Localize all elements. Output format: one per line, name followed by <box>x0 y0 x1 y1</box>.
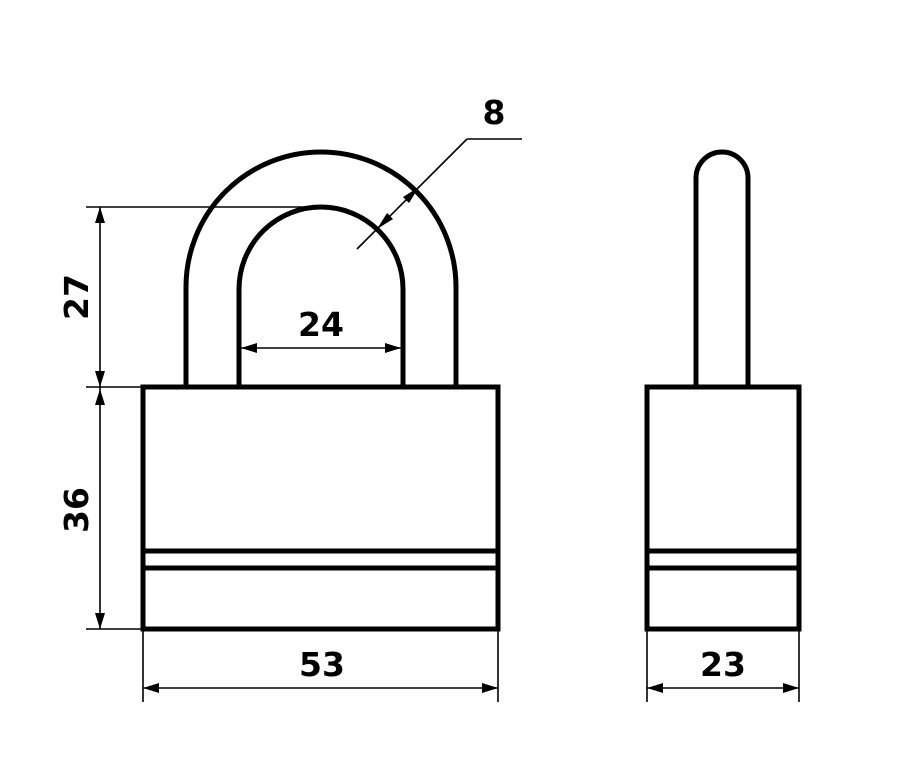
arrowhead <box>95 389 105 405</box>
dimension-inner-width: 24 <box>239 305 403 353</box>
arrowhead <box>783 683 799 693</box>
body-depth-label: 23 <box>700 645 746 684</box>
dimension-body-depth: 23 <box>646 629 800 702</box>
arrowhead <box>377 213 393 229</box>
front-body <box>140 384 501 632</box>
dimension-wire-diameter: 8 <box>356 93 522 250</box>
dimension-body-width: 53 <box>142 629 499 702</box>
arrowhead <box>241 343 257 353</box>
arrowhead <box>385 343 401 353</box>
arrowhead <box>95 613 105 629</box>
inner-width-label: 24 <box>298 305 344 344</box>
arrowhead <box>403 187 419 203</box>
dimension-body-height: 36 <box>57 387 143 630</box>
arrowhead <box>482 683 498 693</box>
body-width-label: 53 <box>299 645 345 684</box>
front-view <box>140 149 501 632</box>
side-shackle <box>693 149 751 387</box>
body-height-label: 36 <box>57 487 96 533</box>
wire-diameter-label: 8 <box>483 93 506 132</box>
dimension-shackle-height: 27 <box>57 206 322 388</box>
arrowhead <box>95 207 105 223</box>
arrowhead <box>647 683 663 693</box>
arrowhead <box>95 371 105 387</box>
shackle-inner <box>236 204 406 387</box>
shackle-outer <box>183 149 459 387</box>
arrowhead <box>143 683 159 693</box>
side-view <box>644 149 802 632</box>
side-body <box>644 384 802 632</box>
shackle-height-label: 27 <box>57 274 96 320</box>
